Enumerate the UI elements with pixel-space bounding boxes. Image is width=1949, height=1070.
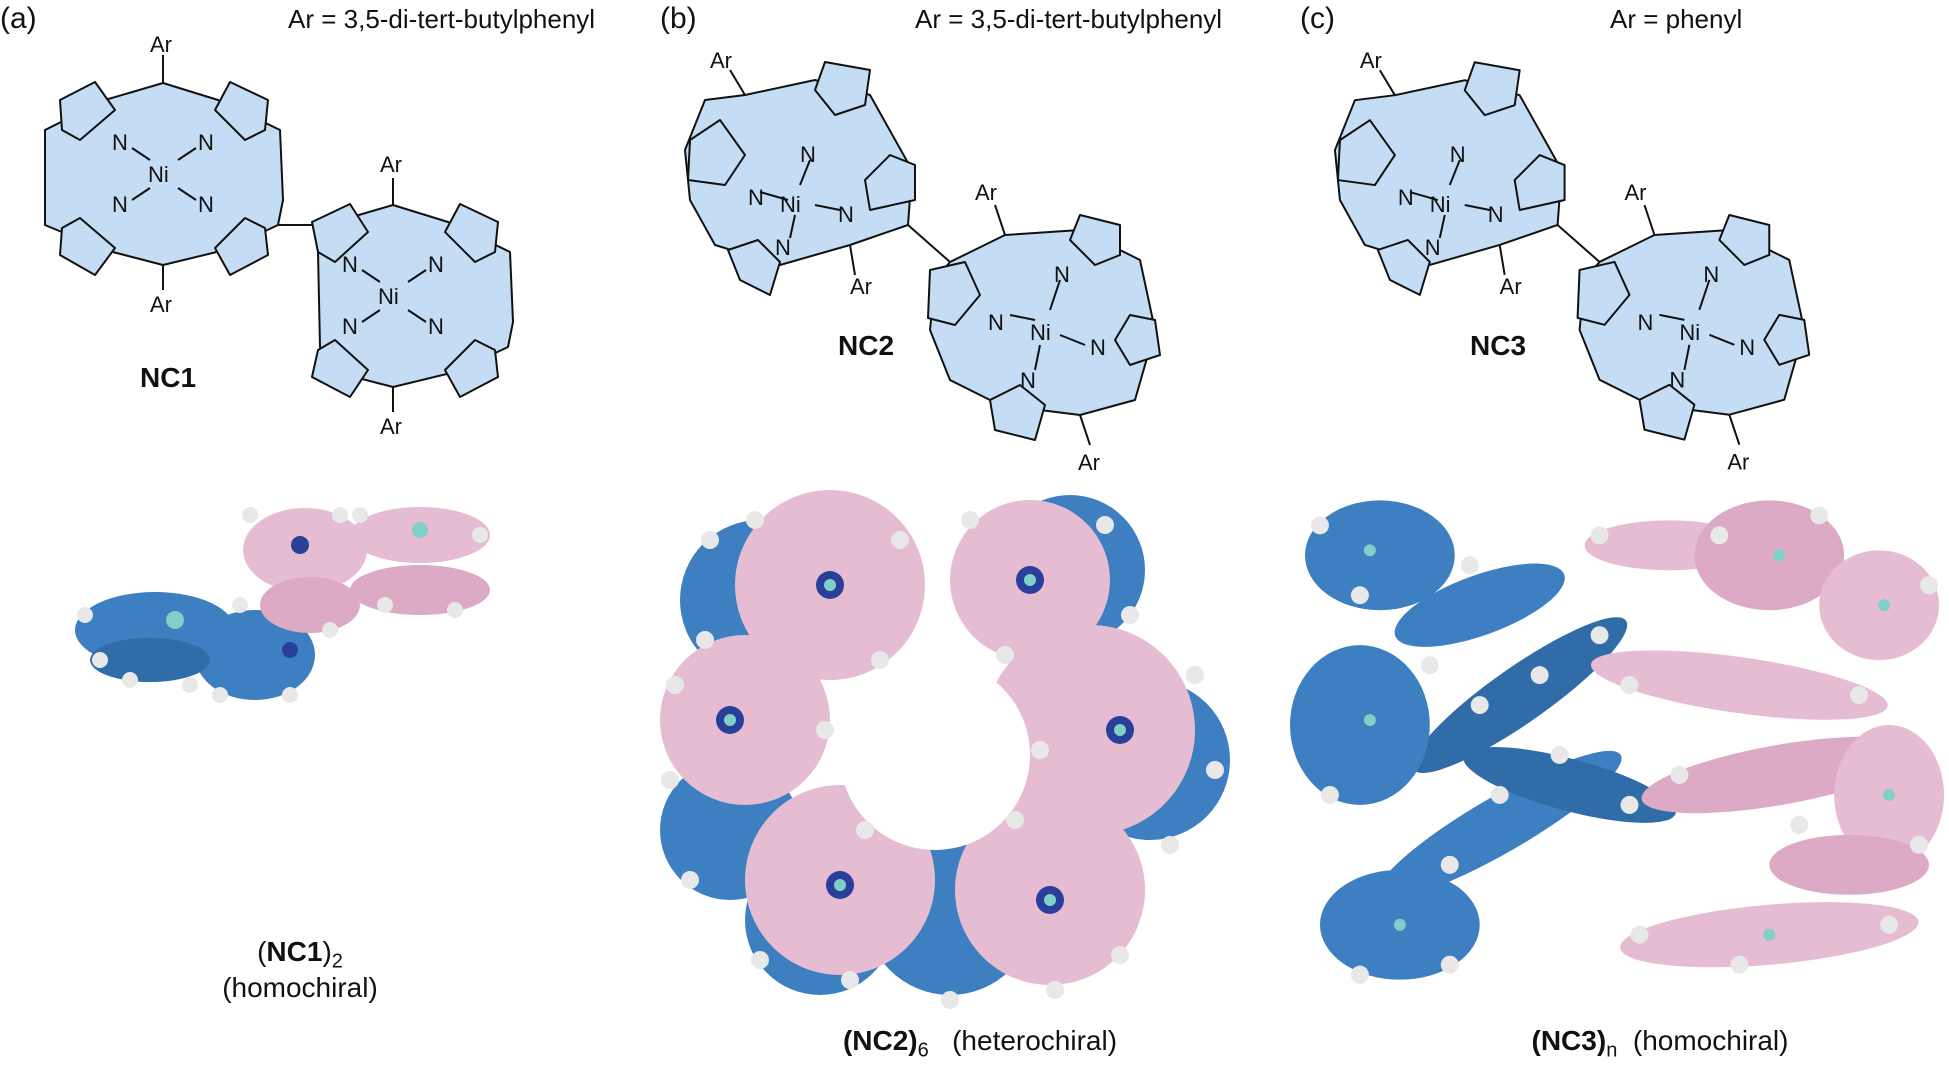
n-atom: N (838, 202, 854, 227)
n-atom: N (800, 142, 816, 167)
compound-name-nc1: NC1 (140, 362, 197, 393)
ar-definition-b: Ar = 3,5-di-tert-butylphenyl (915, 4, 1223, 34)
caption-compound: NC1 (266, 936, 323, 967)
meso-bond (907, 224, 951, 263)
n-atom: N (1637, 310, 1653, 335)
caption-subscript: 6 (917, 1039, 929, 1062)
caption-nc3-polymer: (NC3)n (homochiral) (1450, 1025, 1870, 1063)
n-atom: N (428, 314, 444, 339)
n-atom: N (775, 235, 791, 260)
n-atom: N (1020, 368, 1036, 393)
ni-atom: Ni (148, 162, 169, 187)
space-filling-model-nc1-dimer (75, 507, 490, 703)
n-atom: N (198, 192, 214, 217)
caption-compound: (NC3) (1531, 1025, 1607, 1056)
panel-label-a: (a) (0, 2, 37, 35)
hydrogen-atoms (77, 507, 488, 703)
ar-top-1: Ar (150, 32, 172, 57)
n-atom: N (748, 185, 764, 210)
n-atom: N (1450, 142, 1466, 167)
caption-compound: (NC2) (842, 1025, 918, 1056)
ar-bottom-1: Ar (150, 292, 172, 317)
ni-atom: Ni (1679, 320, 1700, 345)
caption-subscript: n (1606, 1039, 1618, 1062)
structure-nc1: Ar Ar N N N N Ni Ar Ar N N N N Ni (44, 32, 514, 439)
porphyrin-ring-1 (44, 55, 284, 290)
n-atom: N (428, 252, 444, 277)
blue-porphyrin-unit (75, 592, 315, 700)
ni-atom: Ni (1430, 192, 1451, 217)
ar-bottom-1: Ar (850, 274, 872, 299)
n-atom: N (198, 130, 214, 155)
pink-chain (1584, 500, 1945, 968)
n-atom: N (1739, 335, 1755, 360)
n-atom: N (342, 314, 358, 339)
ar-top-2: Ar (380, 152, 402, 177)
panel-a: (a) Ar = 3,5-di-tert-butylphenyl Ar Ar N… (0, 0, 650, 1070)
n-confused-porphyrin-ring-2 (1576, 204, 1811, 445)
central-cavity (840, 660, 1030, 850)
n-atom: N (1054, 262, 1070, 287)
ni-atom: Ni (780, 192, 801, 217)
metal-centers (1363, 544, 1896, 941)
metal-centers (716, 566, 1134, 914)
hydrogen-atoms (661, 511, 1224, 1009)
panel-label-c: (c) (1300, 2, 1335, 35)
n-atom: N (112, 130, 128, 155)
n-confused-porphyrin-ring-1 (684, 61, 916, 296)
caption-nc2-hexamer: (NC2)6 (heterochiral) (770, 1025, 1190, 1063)
structure-nc2: Ar Ar N N N N Ni Ar Ar N N N N Ni (684, 48, 1161, 475)
n-atom: N (1703, 262, 1719, 287)
ni-atom: Ni (378, 284, 399, 309)
panel-c: (c) Ar = phenyl Ar Ar N N N N Ni (1290, 0, 1949, 1070)
caption-paren-open: ( (257, 936, 267, 967)
n-atom: N (1488, 202, 1504, 227)
caption-nc1-dimer: (NC1)2 (175, 936, 425, 974)
pink-units (660, 490, 1195, 985)
chirality-label-c: (homochiral) (1632, 1025, 1789, 1056)
n-atom: N (1090, 335, 1106, 360)
n-atom: N (1669, 368, 1685, 393)
n-atom: N (1398, 185, 1414, 210)
ar-bottom-2: Ar (1078, 450, 1100, 475)
n-atom: N (112, 192, 128, 217)
ar-definition-c: Ar = phenyl (1610, 4, 1743, 34)
panel-b: (b) Ar = 3,5-di-tert-butylphenyl Ar Ar N… (650, 0, 1300, 1070)
ar-top-1: Ar (1360, 48, 1382, 73)
n-atom: N (988, 310, 1004, 335)
ar-top-2: Ar (1625, 180, 1647, 205)
caption-subscript: 2 (331, 950, 343, 973)
meso-bond (1556, 224, 1601, 263)
ar-bottom-1: Ar (1500, 274, 1522, 299)
ar-bottom-2: Ar (380, 414, 402, 439)
compound-name-nc2: NC2 (838, 330, 895, 361)
n-confused-porphyrin-ring-2 (927, 204, 1161, 446)
caption-paren-close: ) (322, 936, 332, 967)
space-filling-model-nc2-hexamer (660, 490, 1230, 1009)
hydrogen-atoms (1310, 506, 1939, 984)
ar-definition-a: Ar = 3,5-di-tert-butylphenyl (288, 4, 596, 34)
chirality-label-b: (heterochiral) (952, 1025, 1118, 1056)
blue-chain (1290, 500, 1676, 980)
panel-label-b: (b) (660, 2, 697, 35)
chirality-label-a: (homochiral) (222, 972, 378, 1003)
ar-top-1: Ar (710, 48, 732, 73)
space-filling-model-nc3-polymer (1290, 500, 1945, 984)
n-atom: N (342, 252, 358, 277)
ar-bottom-2: Ar (1727, 450, 1749, 475)
porphyrin-ring-2 (311, 178, 514, 412)
structure-nc3: Ar Ar N N N N Ni Ar Ar N N N N Ni (1333, 48, 1811, 475)
n-atom: N (1425, 235, 1441, 260)
ni-atom: Ni (1030, 320, 1051, 345)
n-confused-porphyrin-ring-1 (1333, 61, 1566, 296)
compound-name-nc3: NC3 (1470, 330, 1527, 361)
ar-top-2: Ar (975, 180, 997, 205)
